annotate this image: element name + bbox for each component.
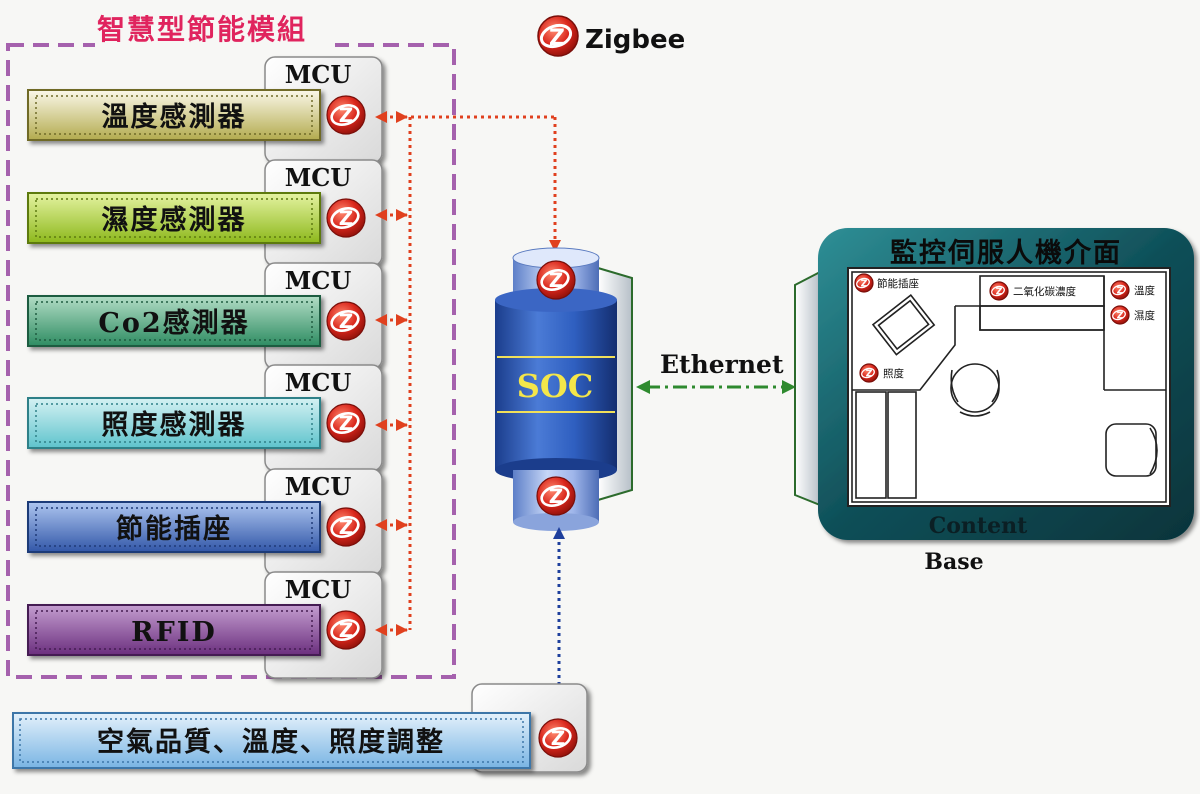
bus-arrowhead	[375, 111, 387, 123]
mcu-label: MCU	[285, 60, 352, 89]
zigbee-badge-icon: Z	[859, 363, 879, 383]
zigbee-badge-icon: Z	[326, 301, 366, 341]
tag-co2: Z 二氧化碳濃度	[989, 281, 1076, 301]
tag-humidity: Z 濕度	[1110, 305, 1156, 325]
bus-arrowhead	[396, 314, 408, 326]
mcu-label: MCU	[285, 368, 352, 397]
sensor-2: MCU Co2感測器 Z	[27, 262, 383, 370]
svg-text:Z: Z	[1117, 285, 1124, 296]
soc-top-zigbee-icon: Z	[536, 260, 576, 300]
zigbee-badge-icon: Z	[989, 281, 1009, 301]
svg-text:Z: Z	[339, 618, 353, 642]
svg-text:Z: Z	[339, 206, 353, 230]
zigbee-badge-icon: Z	[854, 273, 874, 293]
zigbee-label: Zigbee	[585, 25, 685, 55]
module-border	[6, 43, 456, 679]
zigbee-badge-icon: Z	[326, 95, 366, 135]
sensor-4: MCU 節能插座 Z	[27, 468, 383, 576]
zigbee-badge-icon: Z	[326, 403, 366, 443]
zigbee-badge-icon: Z	[1110, 280, 1130, 300]
content-base-label-1: Content	[929, 513, 1028, 539]
sensor-label: 照度感測器	[102, 409, 247, 441]
zigbee-badge-icon: Z	[538, 718, 578, 758]
svg-text:Z: Z	[549, 26, 565, 51]
tag-label: 二氧化碳濃度	[1013, 285, 1076, 298]
bus-arrowhead	[375, 519, 387, 531]
svg-text:Z: Z	[861, 278, 868, 289]
bus-arrowhead	[396, 209, 408, 221]
tag-temperature: Z 溫度	[1110, 280, 1156, 300]
tag-label: 濕度	[1134, 309, 1156, 322]
tag-label: 照度	[883, 367, 904, 380]
zigbee-badge-icon: Z	[326, 610, 366, 650]
svg-text:Z: Z	[866, 368, 873, 379]
soc-label: SOC	[517, 367, 593, 405]
bus-arrowhead	[396, 519, 408, 531]
svg-text:Z: Z	[1117, 310, 1124, 321]
bus-arrowhead	[375, 624, 387, 636]
bus-arrowhead	[375, 209, 387, 221]
soc-device: SOC	[495, 247, 633, 531]
soc-bottom-zigbee-icon: Z	[536, 476, 576, 516]
monitor-tags: Z 節能插座 Z 二氧化碳濃度 Z 溫度 Z 濕度 Z 照度	[854, 273, 1156, 383]
sensor-label: Co2感測器	[98, 307, 249, 339]
sensor-5: MCU RFID Z	[27, 571, 383, 679]
monitor-screen: 監控伺服人機介面 Content	[794, 228, 1194, 540]
monitor-title: 監控伺服人機介面	[890, 238, 1122, 269]
sensor-label: 節能插座	[116, 513, 232, 545]
mcu-label: MCU	[285, 472, 352, 501]
soc-air-link	[553, 527, 565, 708]
svg-text:Z: Z	[549, 268, 563, 292]
sensor-label: RFID	[131, 617, 217, 648]
module-title: 智慧型節能模組	[97, 13, 307, 46]
mcu-label: MCU	[285, 163, 352, 192]
bus-arrowhead	[396, 419, 408, 431]
zigbee-badge-icon: Z	[1110, 305, 1130, 325]
zigbee-logo: Z	[537, 15, 579, 57]
mcu-label: MCU	[285, 266, 352, 295]
tag-label: 溫度	[1134, 284, 1156, 297]
svg-text:Z: Z	[339, 515, 353, 539]
zigbee-badge-icon: Z	[326, 198, 366, 238]
svg-text:Z: Z	[549, 484, 563, 508]
svg-text:Z: Z	[996, 286, 1003, 297]
tag-light: Z 照度	[859, 363, 904, 383]
bus-arrowhead	[549, 240, 561, 252]
bus-arrowhead	[396, 111, 408, 123]
svg-text:Z: Z	[339, 309, 353, 333]
zigbee-bus-arrows	[375, 111, 561, 636]
sensor-label: 溫度感測器	[102, 101, 247, 133]
ethernet-label: Ethernet	[660, 350, 784, 379]
bus-arrowhead	[396, 624, 408, 636]
bus-arrowhead	[375, 314, 387, 326]
svg-text:Z: Z	[339, 103, 353, 127]
svg-text:Z: Z	[339, 411, 353, 435]
sensor-label: 濕度感測器	[102, 204, 247, 236]
bus-arrowhead	[375, 419, 387, 431]
sensor-1: MCU 濕度感測器 Z	[27, 159, 383, 267]
sensor-3: MCU 照度感測器 Z	[27, 364, 383, 472]
air-adjust-label: 空氣品質、溫度、照度調整	[97, 726, 445, 758]
sensor-0: MCU 溫度感測器 Z	[27, 56, 383, 164]
zigbee-badge-icon: Z	[326, 507, 366, 547]
content-base-label-2: Base	[924, 549, 983, 575]
ethernet-link	[636, 380, 796, 394]
tag-label: 節能插座	[877, 277, 919, 290]
svg-text:Z: Z	[551, 726, 565, 750]
air-adjust-unit: 空氣品質、溫度、照度調整 Z	[12, 683, 588, 773]
tag-socket: Z 節能插座	[854, 273, 919, 293]
mcu-label: MCU	[285, 575, 352, 604]
